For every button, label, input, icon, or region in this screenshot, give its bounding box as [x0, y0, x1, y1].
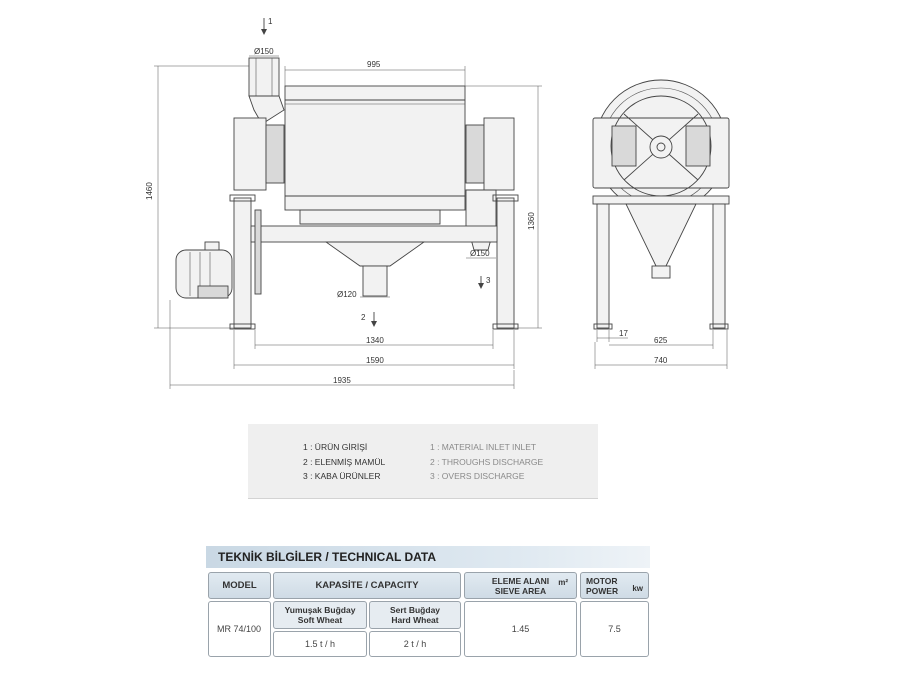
- subheader-hard-wheat: Sert Buğday Hard Wheat: [369, 601, 461, 629]
- legend-english: 1 : MATERIAL INLET INLET 2 : THROUGHS DI…: [430, 440, 543, 484]
- header-sieve-unit: m²: [558, 578, 568, 587]
- legend-turkish: 1 : ÜRÜN GİRİŞİ 2 : ELENMİŞ MAMÜL 3 : KA…: [303, 440, 385, 484]
- right-leg: [496, 197, 515, 329]
- technical-drawing: 1 2 3 995 Ø150 1460 1360 Ø150 Ø120 1340: [145, 17, 730, 389]
- dim-side-740: 740: [654, 356, 668, 365]
- marker-1: 1: [268, 17, 273, 26]
- dim-side-17: 17: [619, 329, 628, 338]
- dim-inlet-dia: Ø150: [254, 47, 274, 56]
- header-motor-line1: MOTOR: [586, 575, 618, 586]
- dim-1460: 1460: [145, 182, 154, 200]
- subheader-soft-wheat: Yumuşak Buğday Soft Wheat: [273, 601, 367, 629]
- dim-1360: 1360: [527, 212, 536, 230]
- legend-en-2: 2 : THROUGHS DISCHARGE: [430, 456, 544, 467]
- front-view: 1 2 3 995 Ø150 1460 1360 Ø150 Ø120 1340: [145, 17, 542, 389]
- side-view: 17 625 740: [592, 79, 730, 369]
- value-model: MR 74/100: [208, 601, 271, 657]
- dim-995: 995: [367, 60, 381, 69]
- header-capacity: KAPASİTE / CAPACITY: [273, 572, 461, 599]
- soft-wheat-en: Soft Wheat: [297, 615, 343, 625]
- header-model: MODEL: [208, 572, 271, 599]
- legend-tr-1: 1 : ÜRÜN GİRİŞİ: [303, 442, 368, 452]
- soft-wheat-tr: Yumuşak Buğday: [284, 605, 356, 615]
- dim-1340: 1340: [366, 336, 384, 345]
- legend-tr-2: 2 : ELENMİŞ MAMÜL: [303, 456, 386, 467]
- dim-outlet-150: Ø150: [470, 249, 490, 258]
- value-motor-power: 7.5: [580, 601, 649, 657]
- value-sieve-area: 1.45: [464, 601, 577, 657]
- right-bearing-housing: [483, 117, 515, 191]
- dim-outlet-120: Ø120: [337, 290, 357, 299]
- left-leg: [233, 197, 252, 329]
- throughs-hopper: [324, 241, 426, 267]
- header-motor-power: MOTOR POWER kw: [580, 572, 649, 599]
- header-sieve-line2: SIEVE AREA: [494, 585, 547, 596]
- dim-1590: 1590: [366, 356, 384, 365]
- dim-1935: 1935: [333, 376, 351, 385]
- inlet-pipe: [248, 57, 280, 97]
- header-sieve-area: ELEME ALANI SIEVE AREA m²: [464, 572, 577, 599]
- dim-side-625: 625: [654, 336, 668, 345]
- header-motor-line2: POWER: [586, 585, 619, 596]
- legend-tr-3: 3 : KABA ÜRÜNLER: [303, 471, 381, 481]
- legend-en-1: 1 : MATERIAL INLET INLET: [430, 442, 537, 452]
- technical-data-title: TEKNİK BİLGİLER / TECHNICAL DATA: [206, 546, 650, 568]
- marker-2: 2: [361, 313, 366, 322]
- side-left-leg: [596, 203, 610, 329]
- marker-3: 3: [486, 276, 491, 285]
- legend-en-3: 3 : OVERS DISCHARGE: [430, 471, 525, 481]
- hard-wheat-en: Hard Wheat: [391, 615, 439, 625]
- hard-wheat-tr: Sert Buğday: [389, 605, 441, 615]
- header-sieve-line1: ELEME ALANI: [491, 575, 550, 586]
- drum-shaft: [649, 135, 673, 159]
- header-motor-unit: kw: [632, 584, 643, 593]
- cross-beam: [250, 225, 498, 243]
- side-hopper: [625, 203, 697, 267]
- left-bearing-housing: [233, 117, 267, 191]
- sieve-body: [284, 85, 466, 211]
- value-soft-capacity: 1.5 t / h: [273, 631, 367, 657]
- side-right-leg: [712, 203, 726, 329]
- value-hard-capacity: 2 t / h: [369, 631, 461, 657]
- legend-box: 1 : ÜRÜN GİRİŞİ 2 : ELENMİŞ MAMÜL 3 : KA…: [248, 424, 598, 499]
